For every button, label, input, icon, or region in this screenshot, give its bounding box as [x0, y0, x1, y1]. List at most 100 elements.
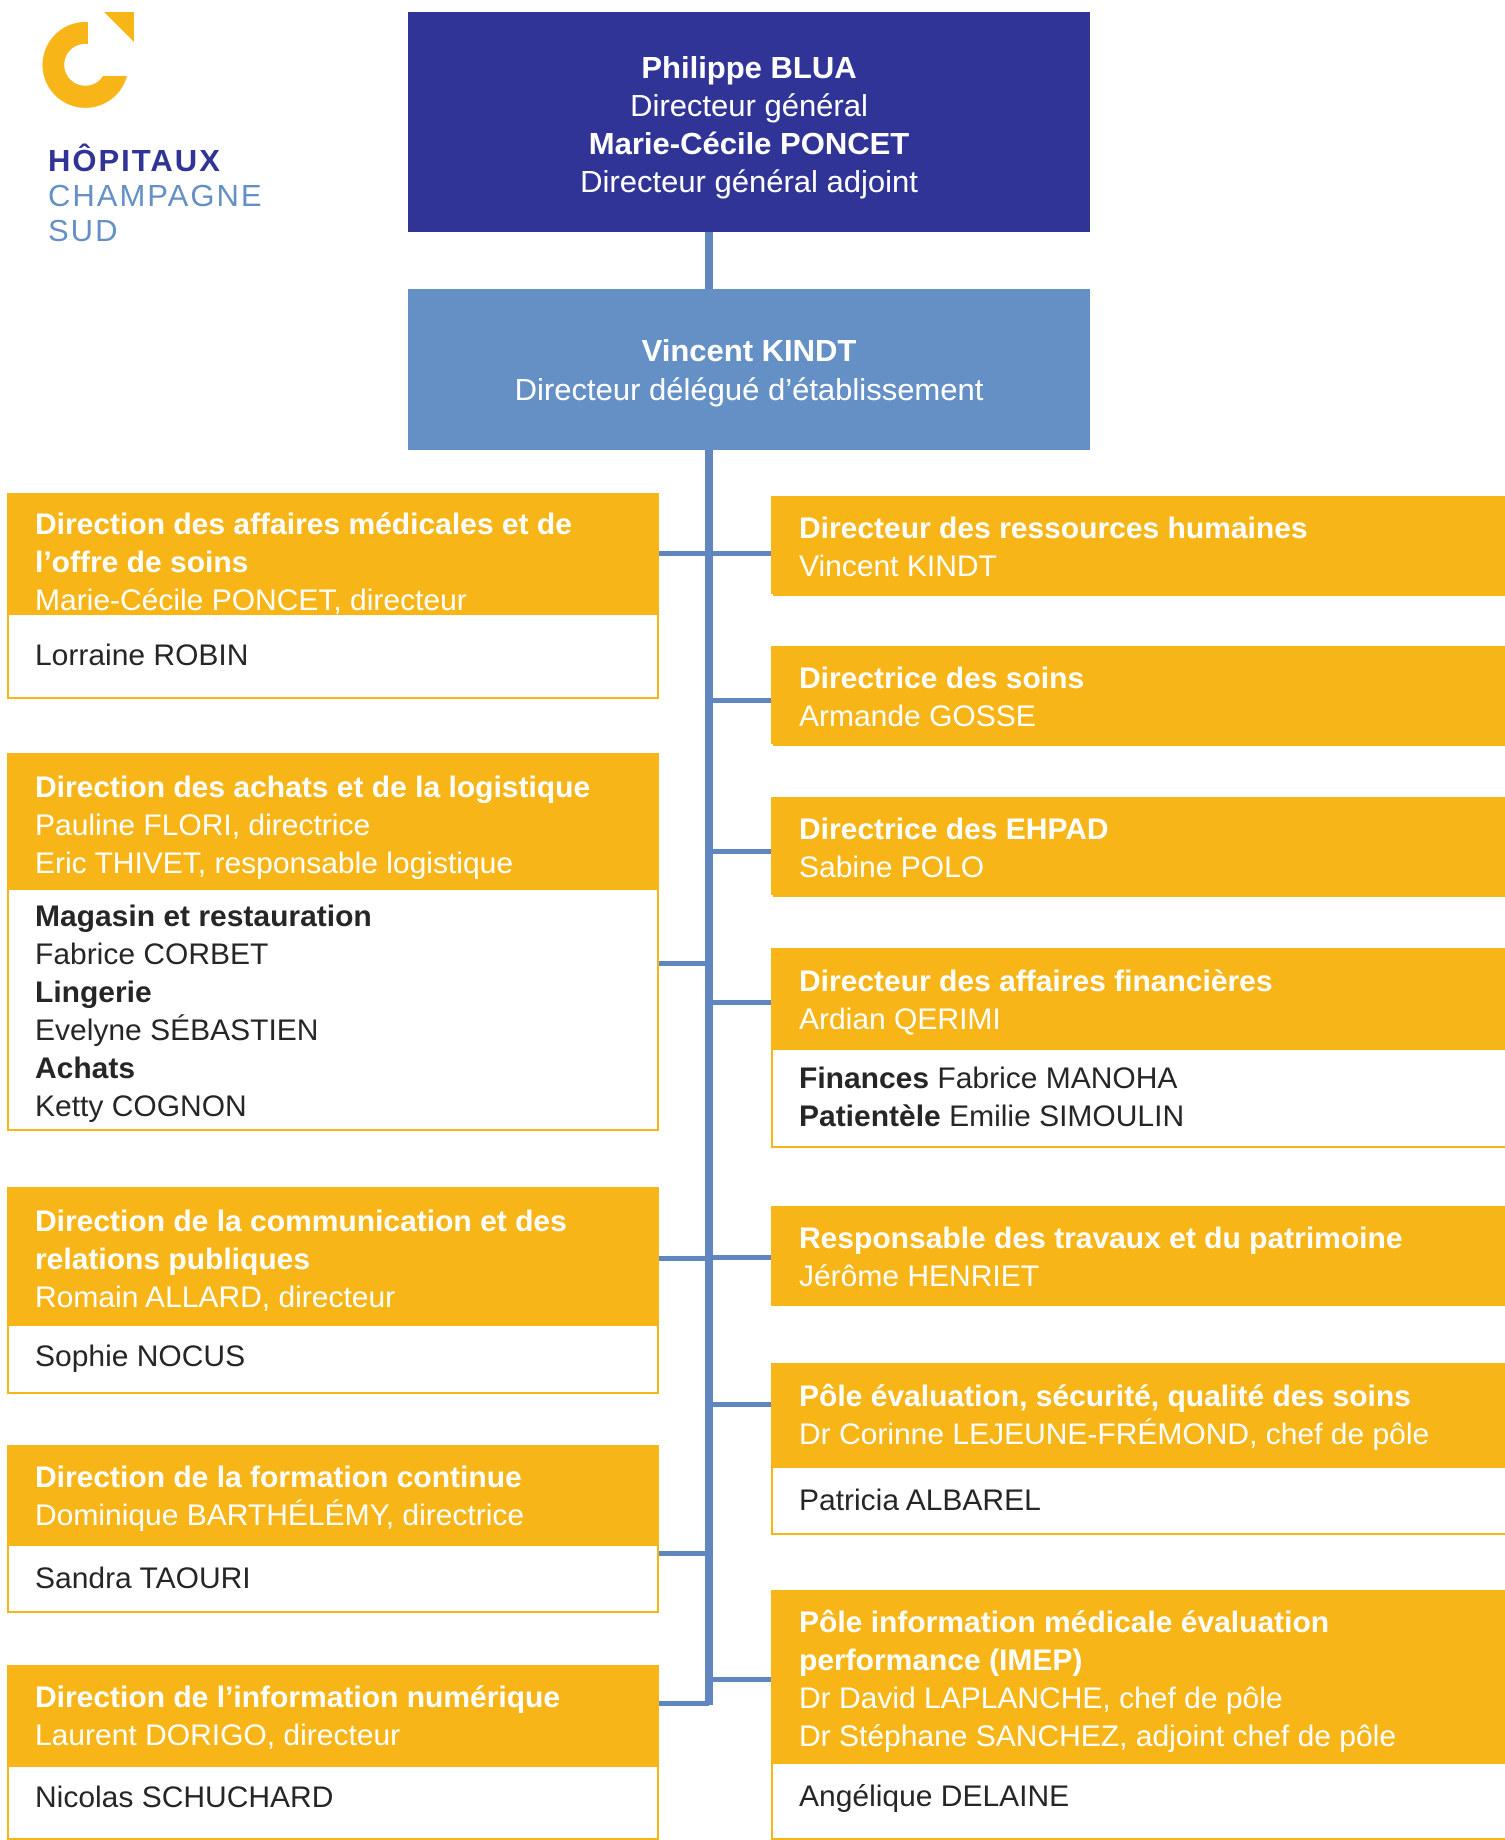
box-title: Direction de la formation continue: [35, 1461, 522, 1494]
connector-right-6: [709, 1402, 771, 1407]
box-subtitle: Pauline FLORI, directrice: [35, 809, 371, 842]
connector-right-5: [709, 1255, 771, 1260]
box-title: Direction des affaires médicales et de l…: [35, 508, 572, 579]
box-header: Directeur des affaires financières Ardia…: [773, 950, 1505, 1050]
box-title: Direction des achats et de la logistique: [35, 771, 591, 804]
box-body: Lorraine ROBIN: [9, 615, 657, 681]
box-achats-logistique: Direction des achats et de la logistique…: [7, 753, 659, 1131]
box-body: Sandra TAOURI: [9, 1546, 657, 1604]
hospital-logo: HÔPITAUX CHAMPAGNE SUD: [30, 10, 310, 248]
box-subtitle: Dominique BARTHÉLÉMY, directrice: [35, 1499, 525, 1532]
box-body: Angélique DELAINE: [773, 1764, 1505, 1822]
box-subtitle: Ardian QERIMI: [799, 1003, 1001, 1036]
box-body: Finances Fabrice MANOHA Patientèle Emili…: [773, 1050, 1505, 1142]
box-header: Responsable des travaux et du patrimoine…: [773, 1208, 1505, 1306]
box-body: Sophie NOCUS: [9, 1326, 657, 1382]
dga-role: Directeur général adjoint: [580, 164, 918, 199]
box-title: Direction de la communication et des rel…: [35, 1205, 567, 1276]
box-travaux-patrimoine: Responsable des travaux et du patrimoine…: [771, 1206, 1505, 1306]
box-pole-imep: Pôle information médicale évaluation per…: [771, 1590, 1505, 1840]
connector-left-1: [656, 551, 709, 556]
member-name: Emilie SIMOULIN: [940, 1100, 1185, 1133]
box-header: Direction des achats et de la logistique…: [9, 755, 657, 890]
box-affaires-financieres: Directeur des affaires financières Ardia…: [771, 948, 1505, 1148]
box-header: Directrice des soins Armande GOSSE: [773, 648, 1505, 746]
box-subtitle: Marie-Cécile PONCET, directeur: [35, 584, 467, 617]
box-title: Directrice des EHPAD: [799, 813, 1109, 846]
box-header: Direction des affaires médicales et de l…: [9, 495, 657, 617]
box-body: Patricia ALBAREL: [773, 1468, 1505, 1526]
box-header: Pôle information médicale évaluation per…: [773, 1592, 1505, 1764]
member-name: Fabrice CORBET: [35, 938, 269, 971]
member-name: Ketty COGNON: [35, 1090, 247, 1123]
service-row: Patientèle Emilie SIMOULIN: [799, 1098, 1479, 1136]
member-name: Sandra TAOURI: [35, 1562, 251, 1595]
member-name: Sophie NOCUS: [35, 1340, 246, 1373]
box-affaires-medicales: Direction des affaires médicales et de l…: [7, 493, 659, 699]
logo-line-2: CHAMPAGNE: [48, 178, 264, 213]
member-name: Patricia ALBAREL: [799, 1484, 1041, 1517]
service-label: Magasin et restauration: [35, 900, 372, 933]
connector-right-7: [709, 1677, 771, 1682]
connector-trunk: [705, 450, 713, 1705]
box-title: Directeur des affaires financières: [799, 965, 1273, 998]
box-subtitle: Vincent KINDT: [799, 550, 997, 583]
box-subtitle: Romain ALLARD, directeur: [35, 1281, 396, 1314]
box-directrice-soins: Directrice des soins Armande GOSSE: [771, 646, 1505, 746]
service-label: Finances: [799, 1062, 930, 1095]
logo-line-3: SUD: [48, 213, 120, 248]
box-header: Direction de la formation continue Domin…: [9, 1447, 657, 1546]
box-header: Pôle évaluation, sécurité, qualité des s…: [773, 1365, 1505, 1468]
box-header: Directeur des ressources humaines Vincen…: [773, 498, 1505, 596]
delegate-role: Directeur délégué d’établissement: [514, 372, 984, 407]
box-subtitle: Eric THIVET, responsable logistique: [35, 847, 514, 880]
member-name: Angélique DELAINE: [799, 1780, 1070, 1813]
service-label: Achats: [35, 1052, 136, 1085]
service-label: Lingerie: [35, 976, 152, 1009]
box-formation-continue: Direction de la formation continue Domin…: [7, 1445, 659, 1613]
box-body: Magasin et restauration Fabrice CORBET L…: [9, 890, 657, 1132]
box-title: Pôle évaluation, sécurité, qualité des s…: [799, 1380, 1411, 1413]
box-ressources-humaines: Directeur des ressources humaines Vincen…: [771, 496, 1505, 596]
box-subtitle: Sabine POLO: [799, 851, 985, 884]
box-subtitle: Laurent DORIGO, directeur: [35, 1719, 401, 1752]
box-title: Directrice des soins: [799, 662, 1085, 695]
connector-left-5: [656, 1701, 709, 1706]
logo-mark-icon: [42, 12, 134, 108]
box-header: Directrice des EHPAD Sabine POLO: [773, 799, 1505, 897]
service-label: Patientèle: [799, 1100, 941, 1133]
box-subtitle: Dr David LAPLANCHE, chef de pôle: [799, 1682, 1283, 1715]
box-title: Direction de l’information numérique: [35, 1681, 561, 1714]
connector-right-4: [709, 1000, 771, 1005]
director-general-box: Philippe BLUA Directeur général Marie-Cé…: [408, 12, 1090, 232]
box-title: Pôle information médicale évaluation per…: [799, 1606, 1330, 1677]
box-title: Directeur des ressources humaines: [799, 512, 1308, 545]
box-title: Responsable des travaux et du patrimoine: [799, 1222, 1403, 1255]
connector-right-2: [709, 698, 771, 703]
connector-right-1: [709, 551, 771, 556]
box-directrice-ehpad: Directrice des EHPAD Sabine POLO: [771, 797, 1505, 897]
delegate-name: Vincent KINDT: [641, 333, 857, 368]
member-name: Lorraine ROBIN: [35, 639, 249, 672]
dg-name: Philippe BLUA: [641, 50, 857, 85]
connector-left-4: [656, 1551, 709, 1556]
member-name: Fabrice MANOHA: [929, 1062, 1178, 1095]
connector-right-3: [709, 849, 771, 854]
connector-top: [705, 232, 713, 290]
box-header: Direction de l’information numérique Lau…: [9, 1667, 657, 1767]
box-communication: Direction de la communication et des rel…: [7, 1187, 659, 1394]
box-pole-evaluation: Pôle évaluation, sécurité, qualité des s…: [771, 1363, 1505, 1535]
connector-left-3: [656, 1256, 709, 1261]
dga-name: Marie-Cécile PONCET: [588, 126, 910, 161]
connector-left-2: [656, 961, 709, 966]
delegate-director-box: Vincent KINDT Directeur délégué d’établi…: [408, 289, 1090, 450]
box-information-numerique: Direction de l’information numérique Lau…: [7, 1665, 659, 1840]
box-subtitle: Dr Stéphane SANCHEZ, adjoint chef de pôl…: [799, 1720, 1396, 1753]
member-name: Nicolas SCHUCHARD: [35, 1781, 334, 1814]
logo-line-1: HÔPITAUX: [48, 143, 222, 178]
box-subtitle: Armande GOSSE: [799, 700, 1036, 733]
box-subtitle: Jérôme HENRIET: [799, 1260, 1040, 1293]
dg-role: Directeur général: [630, 88, 868, 123]
box-header: Direction de la communication et des rel…: [9, 1189, 657, 1326]
service-row: Finances Fabrice MANOHA: [799, 1060, 1479, 1098]
